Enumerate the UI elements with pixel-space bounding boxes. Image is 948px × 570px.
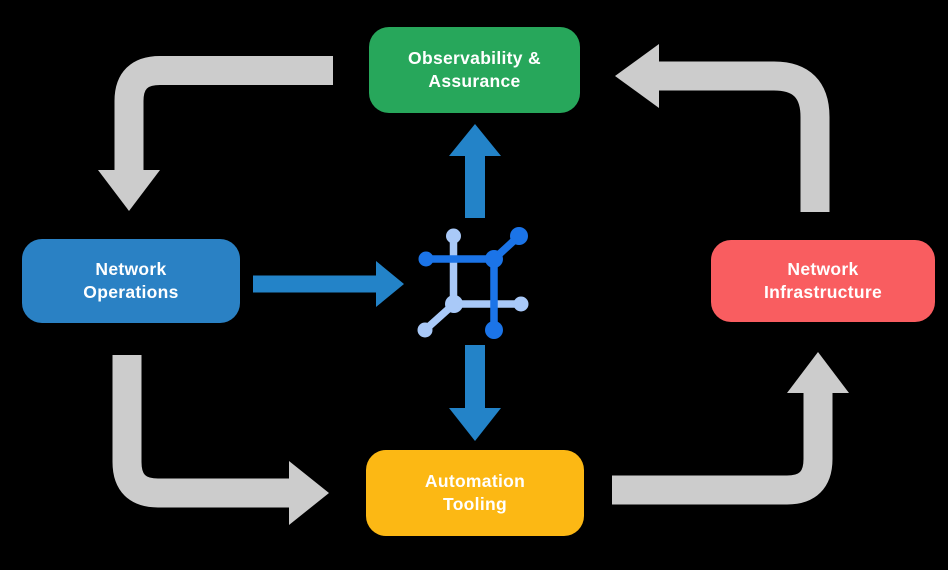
- arrow-infrastructure-to-observability: [615, 44, 830, 212]
- icon-junction-dark: [485, 250, 503, 268]
- node-label-line: Automation: [424, 471, 526, 491]
- icon-node-north: [446, 228, 461, 244]
- node-label-line: Network: [95, 259, 167, 279]
- arrow-automation-to-infrastructure: [612, 352, 849, 505]
- node-network-operations: Network Operations: [22, 239, 240, 323]
- icon-node-northeast: [510, 227, 528, 245]
- icon-junction-light: [445, 295, 463, 313]
- icon-node-south: [485, 321, 503, 339]
- icon-node-east: [513, 296, 529, 312]
- node-label-line: Infrastructure: [764, 282, 882, 302]
- node-observability-assurance: Observability & Assurance: [369, 27, 580, 113]
- node-automation-tooling: Automation Tooling: [366, 450, 584, 536]
- node-label-line: Assurance: [428, 71, 521, 91]
- icon-node-west: [418, 251, 434, 267]
- arrow-icon-to-observability: [449, 124, 501, 218]
- icon-node-southwest: [417, 322, 433, 338]
- node-label-line: Observability &: [408, 48, 541, 68]
- node-label-line: Network: [787, 259, 859, 279]
- network-automation-icon: [417, 227, 529, 339]
- node-label-line: Tooling: [443, 494, 507, 514]
- arrow-operations-to-icon: [253, 261, 404, 307]
- node-label-line: Operations: [83, 282, 179, 302]
- arrow-operations-to-automation: [112, 355, 329, 525]
- arrow-observability-to-operations: [98, 56, 333, 211]
- arrow-icon-to-automation: [449, 345, 501, 441]
- node-network-infrastructure: Network Infrastructure: [711, 240, 935, 322]
